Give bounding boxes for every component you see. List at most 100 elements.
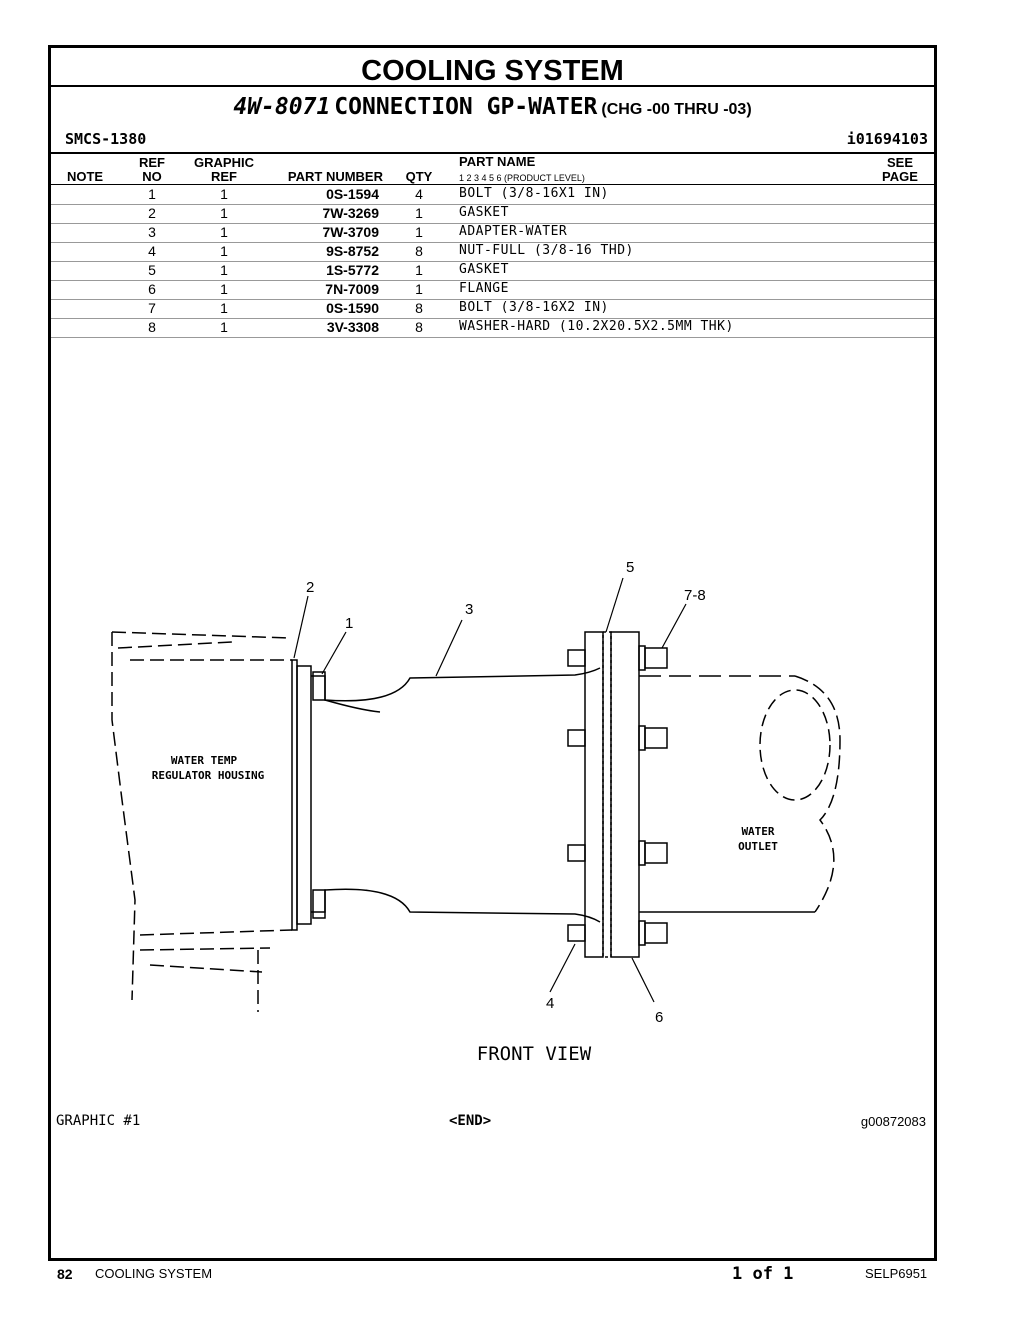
quantity: 8 — [415, 243, 423, 259]
bolt-lower-left — [312, 889, 326, 919]
graphic-number: GRAPHIC #1 — [56, 1113, 141, 1129]
quantity: 1 — [415, 262, 423, 278]
ref-no: 7 — [148, 300, 156, 316]
table-row: 1 1 0S-1594 4 BOLT (3/8-16X1 IN) — [51, 185, 934, 205]
group-heading: 4W-8071 CONNECTION GP-WATER (CHG -00 THR… — [51, 94, 934, 120]
bolt-head — [644, 922, 668, 944]
bolt-upper-left — [312, 671, 326, 701]
part-name: GASKET — [459, 205, 509, 220]
quantity: 8 — [415, 300, 423, 316]
part-number: 3V-3308 — [326, 319, 379, 335]
col-qty: QTY — [405, 169, 433, 184]
callout-7-8: 7-8 — [684, 587, 706, 604]
adapter-flange — [584, 631, 604, 958]
table-row: 7 1 0S-1590 8 BOLT (3/8-16X2 IN) — [51, 299, 934, 319]
part-name: NUT-FULL (3/8-16 THD) — [459, 243, 634, 258]
callout-3: 3 — [465, 601, 473, 618]
housing-outline — [111, 631, 293, 1012]
callout-leaders — [293, 577, 687, 1003]
change-range: (CHG -00 THRU -03) — [601, 101, 752, 118]
graphic-ref: 1 — [220, 300, 228, 316]
part-number: 7N-7009 — [325, 281, 379, 297]
bolt-head — [644, 842, 668, 864]
adapter-top-edge — [311, 667, 601, 702]
water-outlet-pipe — [639, 675, 841, 913]
graphic-ref: 1 — [220, 281, 228, 297]
col-part-name: PART NAME — [459, 154, 536, 169]
nut — [567, 924, 586, 942]
graphic-ref: 1 — [220, 224, 228, 240]
column-header-divider — [51, 184, 934, 185]
col-product-level: 1 2 3 4 5 6 (PRODUCT LEVEL) — [459, 173, 585, 183]
part-number: 1S-5772 — [326, 262, 379, 278]
part-number: 0S-1590 — [326, 300, 379, 316]
table-row: 2 1 7W-3269 1 GASKET — [51, 204, 934, 224]
group-number: 4W-8071 — [233, 94, 331, 120]
nut — [567, 649, 586, 667]
table-row: 5 1 1S-5772 1 GASKET — [51, 261, 934, 281]
callout-2: 2 — [306, 579, 314, 596]
graphic-ref: 1 — [220, 205, 228, 221]
housing-label-line1: WATER TEMP — [171, 754, 238, 767]
graphic-ref: 1 — [220, 262, 228, 278]
page-of: 1 of 1 — [732, 1264, 794, 1284]
part-name: ADAPTER-WATER — [459, 224, 568, 239]
title-divider — [51, 85, 934, 87]
bolt-head — [644, 647, 668, 669]
col-note: NOTE — [66, 169, 104, 184]
callout-4: 4 — [546, 995, 554, 1012]
adapter-mounting-flange — [296, 665, 312, 925]
nut — [567, 844, 586, 862]
table-row: 8 1 3V-3308 8 WASHER-HARD (10.2X20.5X2.5… — [51, 318, 934, 338]
part-name: BOLT (3/8-16X1 IN) — [459, 186, 609, 201]
ref-no: 1 — [148, 186, 156, 202]
header-divider — [51, 152, 934, 154]
part-number: 0S-1594 — [326, 186, 379, 202]
col-ref-bottom: NO — [142, 169, 162, 184]
ref-no: 6 — [148, 281, 156, 297]
quantity: 1 — [415, 224, 423, 240]
part-name: GASKET — [459, 262, 509, 277]
ref-no: 2 — [148, 205, 156, 221]
callout-5: 5 — [626, 559, 634, 576]
table-row: 3 1 7W-3709 1 ADAPTER-WATER — [51, 223, 934, 243]
ref-no: 8 — [148, 319, 156, 335]
part-name: WASHER-HARD (10.2X20.5X2.5MM THK) — [459, 319, 734, 334]
adapter-bottom-edge — [311, 888, 601, 923]
table-row: 4 1 9S-8752 8 NUT-FULL (3/8-16 THD) — [51, 242, 934, 262]
graphic-ref: 1 — [220, 186, 228, 202]
page-title: COOLING SYSTEM — [361, 55, 624, 87]
col-ref-top: REF — [139, 155, 165, 170]
part-number: 7W-3709 — [322, 224, 379, 240]
graphic-ref: 1 — [220, 319, 228, 335]
view-label: FRONT VIEW — [477, 1043, 592, 1065]
quantity: 4 — [415, 186, 423, 202]
callout-6: 6 — [655, 1009, 663, 1026]
page-number: 82 — [57, 1266, 73, 1282]
outlet-label-line1: WATER — [741, 825, 774, 838]
footer-section: COOLING SYSTEM — [95, 1266, 213, 1281]
nut — [567, 729, 586, 747]
callout-1: 1 — [345, 615, 353, 632]
graphic-ref: 1 — [220, 243, 228, 259]
ref-no: 3 — [148, 224, 156, 240]
col-see-bottom: PAGE — [882, 169, 918, 184]
col-see-top: SEE — [886, 155, 913, 170]
col-part-number: PART NUMBER — [287, 169, 383, 184]
graphic-id: g00872083 — [860, 1114, 926, 1129]
outlet-flange — [610, 631, 640, 958]
part-number: 7W-3269 — [322, 205, 379, 221]
quantity: 1 — [415, 205, 423, 221]
publication-number: SELP6951 — [865, 1266, 928, 1281]
page-frame: COOLING SYSTEM 4W-8071 CONNECTION GP-WAT… — [48, 45, 937, 1261]
bolt-head — [644, 727, 668, 749]
housing-label-line2: REGULATOR HOUSING — [152, 769, 265, 782]
quantity: 8 — [415, 319, 423, 335]
end-marker: <END> — [449, 1113, 492, 1129]
smcs-code: SMCS-1380 — [65, 130, 147, 148]
outlet-label-line2: OUTLET — [738, 840, 778, 853]
part-number: 9S-8752 — [326, 243, 379, 259]
ref-no: 5 — [148, 262, 156, 278]
part-name: FLANGE — [459, 281, 509, 296]
